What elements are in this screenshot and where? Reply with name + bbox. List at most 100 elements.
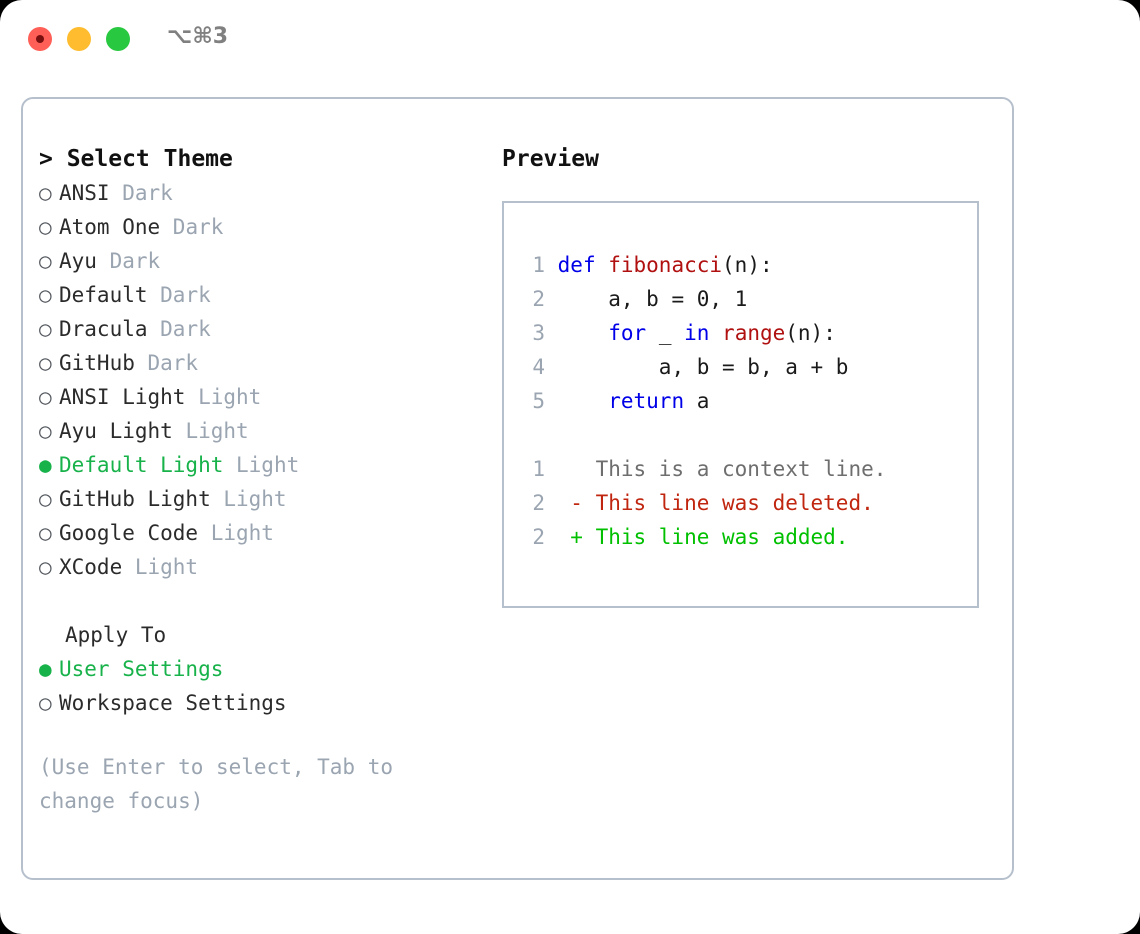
- apply-to-option-list: ●User Settings○Workspace Settings: [39, 652, 489, 720]
- code-diff-gap: [523, 418, 963, 452]
- diff-marker: -: [545, 491, 596, 515]
- theme-option-label: Ayu: [59, 249, 97, 273]
- diff-line-number: 2: [532, 491, 545, 515]
- theme-option-label: Default Light: [59, 453, 224, 477]
- diff-line-list: 1 This is a context line. 2 - This line w…: [523, 452, 963, 554]
- diff-line: 2 + This line was added.: [523, 520, 963, 554]
- radio-unselected-icon: ○: [39, 283, 52, 307]
- theme-option-label: Default: [59, 283, 148, 307]
- preview-panel: Preview 1 def fibonacci(n):2 a, b = 0, 1…: [502, 142, 1002, 608]
- theme-option-label: GitHub: [59, 351, 135, 375]
- theme-option-dracula[interactable]: ○ Dracula Dark: [39, 312, 489, 346]
- theme-option-github[interactable]: ○ GitHub Dark: [39, 346, 489, 380]
- apply-to-header: Apply To: [65, 623, 167, 647]
- theme-option-list: ○ANSI Dark○Atom One Dark○Ayu Dark○Defaul…: [39, 176, 489, 584]
- code-line-gutter-space: [545, 321, 558, 345]
- radio-unselected-icon: ○: [39, 419, 52, 443]
- apply-to-option-workspace-settings[interactable]: ○Workspace Settings: [39, 686, 489, 720]
- theme-option-mode-suffix: Light: [210, 487, 287, 511]
- code-line-number: 5: [532, 389, 545, 413]
- code-line: 3 for _ in range(n):: [523, 316, 963, 350]
- radio-unselected-icon: ○: [39, 487, 52, 511]
- radio-unselected-icon: ○: [39, 317, 52, 341]
- apply-to-option-label: User Settings: [59, 657, 224, 681]
- code-token-plain: [558, 389, 609, 413]
- theme-option-label: Dracula: [59, 317, 148, 341]
- theme-option-mode-suffix: Light: [172, 419, 249, 443]
- list-spacer: [39, 584, 489, 618]
- code-line: 1 def fibonacci(n):: [523, 248, 963, 282]
- radio-unselected-icon: ○: [39, 351, 52, 375]
- theme-option-ansi[interactable]: ○ANSI Dark: [39, 176, 489, 210]
- radio-selected-icon: ●: [39, 453, 52, 477]
- code-token-kw: def: [557, 253, 609, 277]
- select-theme-header: > Select Theme: [39, 146, 233, 172]
- theme-option-label: XCode: [59, 555, 123, 579]
- theme-option-label: GitHub Light: [59, 487, 211, 511]
- theme-option-mode-suffix: Light: [198, 521, 274, 545]
- code-line-number: 3: [532, 321, 545, 345]
- theme-option-label: ANSI: [59, 181, 110, 205]
- diff-text: This is a context line.: [595, 457, 887, 481]
- code-line: 4 a, b = b, a + b: [523, 350, 963, 384]
- code-line-number: 1: [532, 253, 545, 277]
- theme-option-mode-suffix: Dark: [147, 317, 211, 341]
- code-line: 2 a, b = 0, 1: [523, 282, 963, 316]
- code-token-kw: return: [608, 389, 685, 413]
- theme-option-xcode[interactable]: ○ XCode Light: [39, 550, 489, 584]
- radio-unselected-icon: ○: [39, 215, 52, 239]
- diff-text: This line was added.: [595, 525, 849, 549]
- code-token-kw: for: [608, 321, 647, 345]
- theme-option-ayu[interactable]: ○Ayu Dark: [39, 244, 489, 278]
- diff-line-number: 1: [532, 457, 545, 481]
- preview-title: Preview: [502, 146, 599, 172]
- close-window-button[interactable]: [28, 27, 52, 51]
- code-token-kw: in: [684, 321, 723, 345]
- theme-option-ansi-light[interactable]: ○ ANSI Light Light: [39, 380, 489, 414]
- theme-option-mode-suffix: Dark: [147, 283, 211, 307]
- code-token-plain: a: [684, 389, 710, 413]
- keyboard-hint-text: (Use Enter to select, Tab to change focu…: [39, 755, 394, 813]
- code-token-fn: fibonacci: [608, 253, 723, 277]
- code-line-gutter-space: [545, 355, 558, 379]
- theme-option-label: ANSI Light: [59, 385, 186, 409]
- theme-option-default[interactable]: ○ Default Dark: [39, 278, 489, 312]
- apply-to-option-label: Workspace Settings: [59, 691, 287, 715]
- diff-line-number: 2: [532, 525, 545, 549]
- code-token-fn: range: [722, 321, 786, 345]
- code-line-number: 4: [532, 355, 545, 379]
- minimize-window-button[interactable]: [67, 27, 91, 51]
- theme-option-atom-one[interactable]: ○Atom One Dark: [39, 210, 489, 244]
- diff-text: This line was deleted.: [595, 491, 874, 515]
- theme-option-mode-suffix: Light: [122, 555, 199, 579]
- radio-unselected-icon: ○: [39, 249, 52, 273]
- content-frame: > Select Theme ○ANSI Dark○Atom One Dark○…: [21, 97, 1014, 880]
- theme-option-mode-suffix: Light: [185, 385, 262, 409]
- apply-to-option-user-settings[interactable]: ●User Settings: [39, 652, 489, 686]
- code-line-gutter-space: [545, 389, 558, 413]
- theme-option-label: Atom One: [59, 215, 161, 239]
- theme-selector-panel: > Select Theme ○ANSI Dark○Atom One Dark○…: [39, 142, 489, 818]
- code-line-gutter-space: [545, 287, 558, 311]
- radio-unselected-icon: ○: [39, 385, 52, 409]
- theme-option-mode-suffix: Light: [223, 453, 300, 477]
- theme-option-mode-suffix: Dark: [134, 351, 199, 375]
- code-line: 5 return a: [523, 384, 963, 418]
- theme-option-github-light[interactable]: ○ GitHub Light Light: [39, 482, 489, 516]
- title-bar: ⌥⌘3: [0, 0, 1140, 78]
- radio-unselected-icon: ○: [39, 555, 52, 579]
- code-token-plain: (n):: [785, 321, 836, 345]
- code-token-plain: (n):: [722, 253, 773, 277]
- theme-option-google-code[interactable]: ○Google Code Light: [39, 516, 489, 550]
- keyboard-shortcut-label: ⌥⌘3: [167, 24, 229, 49]
- theme-option-label: Google Code: [59, 521, 199, 545]
- code-line-gutter-space: [545, 253, 558, 277]
- theme-option-ayu-light[interactable]: ○Ayu Light Light: [39, 414, 489, 448]
- theme-option-default-light[interactable]: ● Default Light Light: [39, 448, 489, 482]
- code-line-number: 2: [532, 287, 545, 311]
- maximize-window-button[interactable]: [106, 27, 130, 51]
